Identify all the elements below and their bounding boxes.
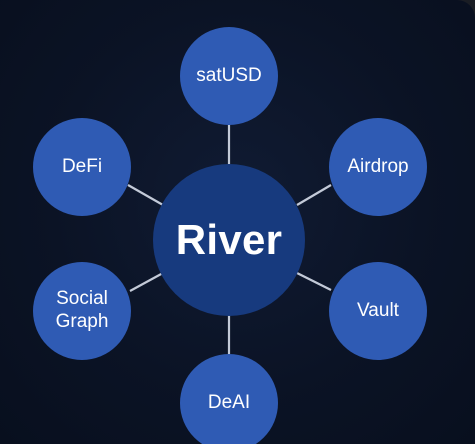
node-satusd: satUSD (180, 27, 278, 125)
node-airdrop: Airdrop (329, 118, 427, 216)
connector-lower-right (296, 272, 332, 291)
node-defi: DeFi (33, 118, 131, 216)
node-vault-label: Vault (357, 299, 399, 321)
node-airdrop-label: Airdrop (347, 155, 409, 177)
node-defi-label: DeFi (61, 155, 103, 177)
node-social-graph: Social Graph (33, 262, 131, 360)
center-node-label: River (175, 215, 283, 263)
node-deai-label: DeAI (207, 391, 251, 413)
node-vault: Vault (329, 262, 427, 360)
connector-upper-right (296, 184, 332, 206)
center-node-river: River (153, 164, 305, 316)
connector-upper-left (127, 184, 164, 206)
node-deai: DeAI (180, 354, 278, 444)
node-social-graph-label: Social Graph (55, 288, 109, 332)
connector-lower-left (129, 272, 164, 292)
node-satusd-label: satUSD (196, 64, 262, 86)
